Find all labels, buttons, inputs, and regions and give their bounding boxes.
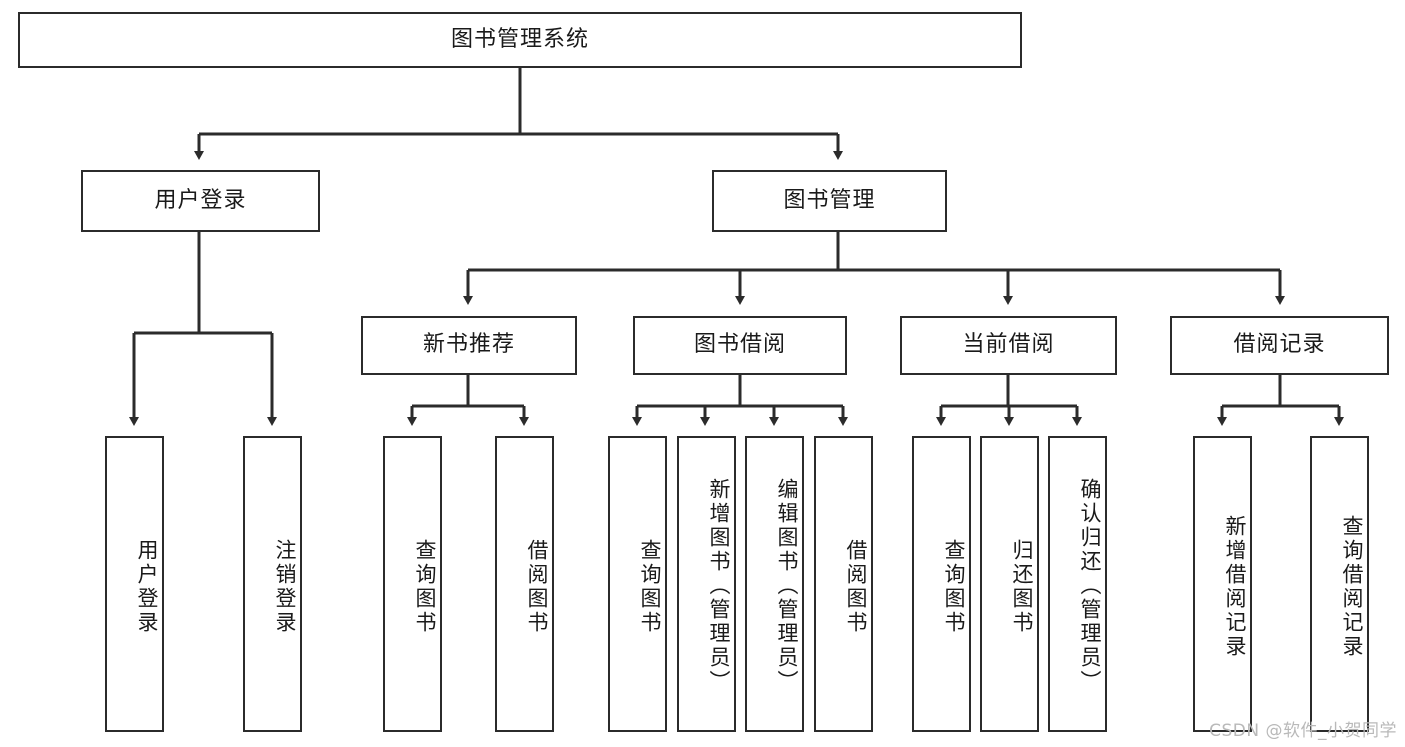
node-root-label: 图书管理系统: [450, 26, 589, 52]
leaf-new-book-borrow-book[interactable]: 借阅图书: [495, 436, 554, 732]
leaf-current-borrow-query-book[interactable]: 查询图书: [912, 436, 971, 732]
leaf-label: 查询借阅记录: [1340, 515, 1364, 659]
node-borrow-record[interactable]: 借阅记录: [1170, 316, 1389, 375]
node-book-borrow-label: 图书借阅: [693, 332, 786, 358]
leaf-current-borrow-return-book[interactable]: 归还图书: [980, 436, 1039, 732]
leaf-label: 用户登录: [135, 539, 159, 635]
leaf-label: 注销登录: [273, 539, 297, 635]
node-user-login[interactable]: 用户登录: [81, 170, 320, 232]
leaf-current-borrow-confirm-return-admin[interactable]: 确认归还（管理员）: [1048, 436, 1107, 732]
node-current-borrow-label: 当前借阅: [962, 332, 1055, 358]
leaf-label: 借阅图书: [525, 539, 549, 635]
leaf-label: 归还图书: [1010, 539, 1034, 635]
leaf-book-borrow-add-book-admin[interactable]: 新增图书（管理员）: [677, 436, 736, 732]
leaf-label: 新增借阅记录: [1223, 515, 1247, 659]
node-new-book-recommend[interactable]: 新书推荐: [361, 316, 577, 375]
node-book-management-label: 图书管理: [783, 187, 876, 213]
leaf-borrow-record-query-record[interactable]: 查询借阅记录: [1310, 436, 1369, 732]
node-user-login-label: 用户登录: [154, 187, 247, 213]
leaf-label: 查询图书: [942, 539, 966, 635]
node-borrow-record-label: 借阅记录: [1233, 332, 1326, 358]
leaf-label: 编辑图书（管理员）: [775, 478, 799, 694]
leaf-book-borrow-borrow-book[interactable]: 借阅图书: [814, 436, 873, 732]
node-root-book-management-system[interactable]: 图书管理系统: [18, 12, 1022, 68]
node-current-borrow[interactable]: 当前借阅: [900, 316, 1117, 375]
leaf-user-login-signout[interactable]: 注销登录: [243, 436, 302, 732]
leaf-label: 查询图书: [638, 539, 662, 635]
leaf-book-borrow-edit-book-admin[interactable]: 编辑图书（管理员）: [745, 436, 804, 732]
leaf-new-book-query-book[interactable]: 查询图书: [383, 436, 442, 732]
node-book-management[interactable]: 图书管理: [712, 170, 947, 232]
leaf-borrow-record-add-record[interactable]: 新增借阅记录: [1193, 436, 1252, 732]
leaf-label: 新增图书（管理员）: [707, 478, 731, 694]
leaf-label: 借阅图书: [844, 539, 868, 635]
node-new-book-recommend-label: 新书推荐: [422, 332, 515, 358]
leaf-book-borrow-query-book[interactable]: 查询图书: [608, 436, 667, 732]
leaf-label: 查询图书: [413, 539, 437, 635]
node-book-borrow[interactable]: 图书借阅: [633, 316, 847, 375]
leaf-label: 确认归还（管理员）: [1078, 478, 1102, 694]
leaf-user-login-signin[interactable]: 用户登录: [105, 436, 164, 732]
